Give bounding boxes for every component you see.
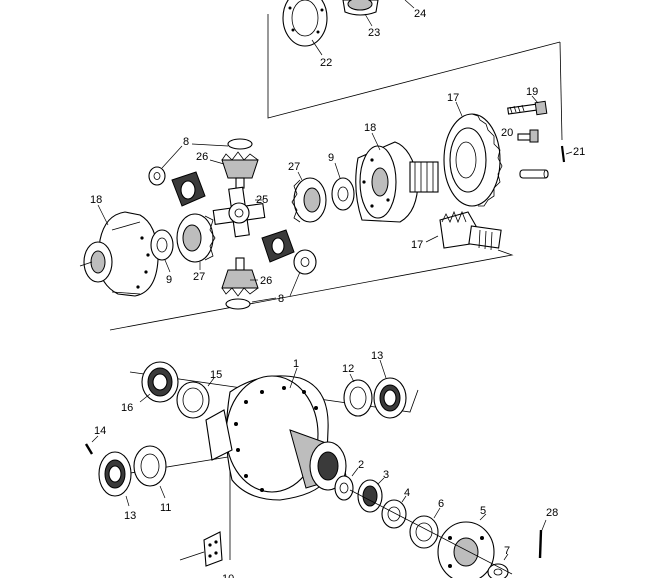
callout-1: 1 bbox=[293, 358, 299, 370]
part-8-washer-right bbox=[293, 249, 317, 275]
callout-4: 4 bbox=[404, 487, 410, 499]
callout-19: 19 bbox=[526, 86, 538, 98]
bottom-assembly-group bbox=[84, 359, 547, 578]
part-11-bearing-cup bbox=[133, 445, 167, 487]
top-assembly-group bbox=[267, 0, 561, 119]
callout-26-bottom: 26 bbox=[260, 275, 272, 287]
part-22-gasket bbox=[282, 0, 328, 47]
part-spacer-sleeve bbox=[519, 169, 549, 179]
part-2-spacer bbox=[334, 475, 354, 501]
part-12-bearing-right bbox=[343, 379, 373, 417]
part-21-pin bbox=[560, 145, 566, 163]
part-10-cover-plate bbox=[179, 531, 223, 567]
callout-12: 12 bbox=[342, 363, 354, 375]
bottom-frame-line bbox=[129, 371, 419, 413]
part-8-washer-top-left bbox=[148, 166, 166, 186]
callout-7: 7 bbox=[504, 545, 510, 557]
callout-9-left: 9 bbox=[166, 274, 172, 286]
callout-18-left: 18 bbox=[90, 194, 102, 206]
part-19-bolt bbox=[507, 100, 548, 116]
callout-28: 28 bbox=[546, 507, 558, 519]
callout-17-ring: 17 bbox=[447, 92, 459, 104]
part-26-pinion-gear-top bbox=[221, 138, 259, 189]
callout-8-top: 8 bbox=[183, 136, 189, 148]
callout-24: 24 bbox=[414, 8, 426, 20]
middle-assembly-group bbox=[79, 41, 573, 331]
part-20-bolt bbox=[517, 129, 539, 143]
part-18-diff-case-left bbox=[83, 211, 159, 297]
part-7-flange-nut bbox=[487, 563, 509, 578]
part-28-pin bbox=[538, 529, 543, 559]
callout-3: 3 bbox=[383, 469, 389, 481]
callout-13-right: 13 bbox=[371, 350, 383, 362]
part-14-dowel bbox=[84, 443, 94, 455]
part-4-bearing-cup bbox=[381, 499, 407, 529]
part-1-axle-housing bbox=[205, 375, 347, 501]
callout-27-left: 27 bbox=[193, 271, 205, 283]
callout-15: 15 bbox=[210, 369, 222, 381]
callout-5: 5 bbox=[480, 505, 486, 517]
part-18-diff-case-right bbox=[355, 141, 439, 223]
part-25-cross-shaft bbox=[212, 186, 266, 238]
callout-6: 6 bbox=[438, 498, 444, 510]
callout-2: 2 bbox=[358, 459, 364, 471]
callout-25: 25 bbox=[256, 194, 268, 206]
callout-23: 23 bbox=[368, 27, 380, 39]
callout-26-top: 26 bbox=[196, 151, 208, 163]
part-6-oil-seal bbox=[409, 515, 439, 549]
part-26-pinion-gear-left bbox=[171, 171, 206, 207]
part-9-thrust-washer-left bbox=[150, 229, 174, 261]
part-27-side-gear-left bbox=[176, 213, 216, 263]
callout-14: 14 bbox=[94, 425, 106, 437]
callout-16: 16 bbox=[121, 402, 133, 414]
part-26-pinion-gear-bottom bbox=[221, 257, 259, 310]
part-27-side-gear-right bbox=[291, 177, 327, 223]
callout-13-left: 13 bbox=[124, 510, 136, 522]
callout-10: 10 bbox=[222, 573, 234, 578]
callout-8-bottom: 8 bbox=[278, 293, 284, 305]
callout-20: 20 bbox=[501, 127, 513, 139]
part-23-bearing-cup bbox=[342, 0, 379, 16]
callout-27-right: 27 bbox=[288, 161, 300, 173]
callout-22: 22 bbox=[320, 57, 332, 69]
part-9-thrust-washer-right bbox=[331, 177, 355, 211]
callout-18-right: 18 bbox=[364, 122, 376, 134]
part-16-bearing-left bbox=[141, 361, 179, 403]
part-15-seal-left bbox=[176, 381, 210, 419]
part-3-pinion-bearing bbox=[357, 479, 383, 513]
part-17-drive-pinion bbox=[439, 210, 502, 251]
part-17-ring-gear bbox=[443, 113, 503, 207]
callout-11: 11 bbox=[160, 502, 171, 514]
callout-17-pinion: 17 bbox=[411, 239, 423, 251]
part-26-pinion-gear-right bbox=[261, 229, 295, 263]
callout-9-right: 9 bbox=[328, 152, 334, 164]
top-frame-line bbox=[267, 14, 561, 119]
callout-21: 21 bbox=[573, 146, 585, 158]
part-13-bearing-left bbox=[98, 451, 132, 497]
part-13-bearing-right bbox=[373, 377, 407, 419]
